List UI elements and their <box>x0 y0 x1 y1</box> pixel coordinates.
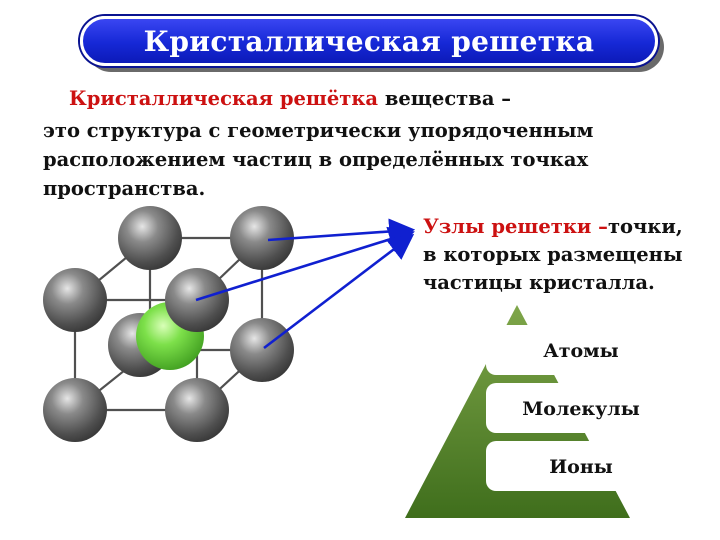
lattice-atom <box>43 378 107 442</box>
lattice-atom <box>230 318 294 382</box>
definition-term: Кристаллическая решётка <box>69 87 379 110</box>
page-title: Кристаллическая решетка <box>143 24 595 58</box>
lattice-atom <box>230 206 294 270</box>
pointer-arrow <box>195 226 415 302</box>
pyramid-label-molecules: Молекулы <box>522 398 640 420</box>
nodes-term: Узлы решетки – <box>423 215 608 238</box>
pointer-arrows <box>195 218 416 350</box>
pointer-arrow <box>263 233 415 350</box>
nodes-line1-rest: точки, <box>607 215 683 238</box>
definition-text: это структура с геометрически упорядочен… <box>43 119 594 200</box>
pyramid-label-atoms: Атомы <box>543 340 619 362</box>
lattice-atom <box>43 268 107 332</box>
pyramid-level-box <box>486 441 656 491</box>
lattice-atom <box>165 378 229 442</box>
pyramid-level-box <box>486 383 656 433</box>
definition-line1: Кристаллическая решётка вещества – <box>69 84 511 113</box>
lattice-atom <box>118 206 182 270</box>
definition-line1-rest: вещества – <box>378 87 511 110</box>
pyramid-level-box <box>486 325 656 375</box>
pyramid-label-ions: Ионы <box>549 456 613 478</box>
nodes-text: в которых размещены частицы кристалла. <box>423 243 683 294</box>
title-banner: Кристаллическая решетка <box>80 16 664 72</box>
title-pill: Кристаллическая решетка <box>80 16 658 66</box>
lattice-nodes-definition: Узлы решетки –точки, в которых размещены … <box>423 213 720 297</box>
